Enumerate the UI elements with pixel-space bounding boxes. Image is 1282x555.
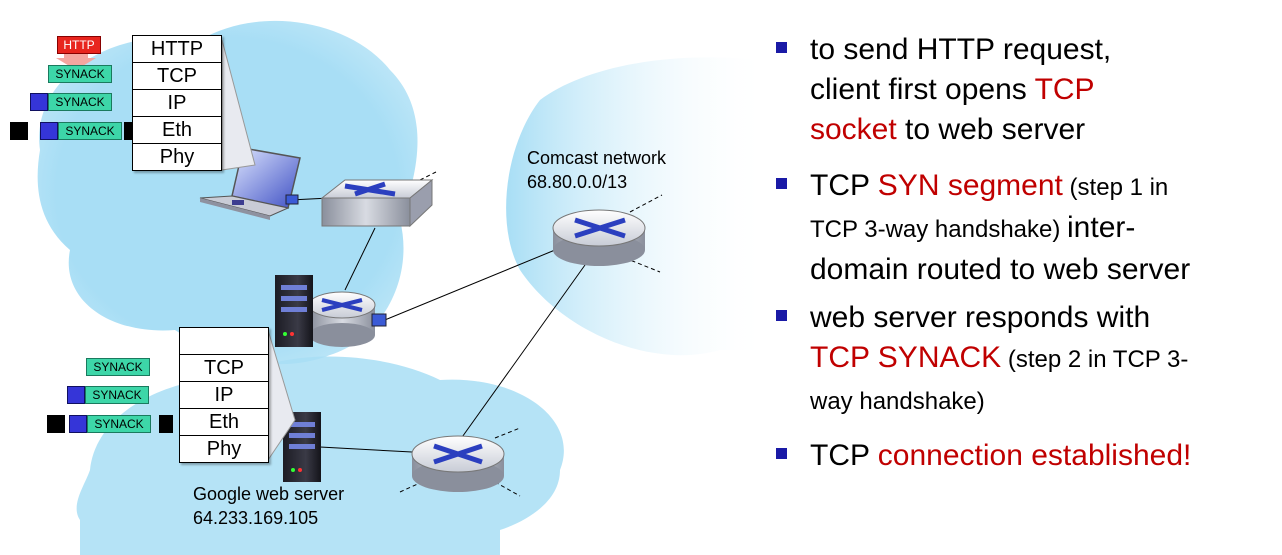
eth-trailer (159, 415, 173, 433)
ip-header (40, 122, 58, 140)
bullet-text: client first opens TCP (810, 73, 1095, 106)
comcast-network-cloud (506, 57, 770, 356)
google-label: Google web server 64.233.169.105 (193, 482, 344, 530)
bullet-list: to send HTTP request, client first opens… (770, 30, 1280, 476)
client-synack-frame: SYNACK (10, 122, 136, 140)
layer-tcp: TCP (180, 355, 268, 382)
synack-label: SYNACK (48, 93, 112, 111)
google-dashed-link-2 (494, 481, 521, 497)
client-synack-segment: SYNACK (48, 65, 112, 83)
link-switch-router (344, 227, 376, 291)
layer-ip: IP (133, 90, 221, 117)
bullet-text: TCP SYNACK (step 2 in TCP 3- (810, 341, 1189, 374)
comcast-dashed-link-2 (624, 257, 661, 273)
server-synack-datagram: SYNACK (67, 386, 151, 404)
synack-label: SYNACK (86, 358, 150, 376)
server-synack-frame: SYNACK (47, 415, 173, 433)
bullet-text: TCP SYN segment (step 1 in (810, 169, 1169, 202)
synack-label: SYNACK (58, 122, 122, 140)
layer-eth: Eth (133, 117, 221, 144)
bullet-square-icon (776, 310, 787, 321)
eth-header (10, 122, 28, 140)
comcast-label: Comcast network 68.80.0.0/13 (527, 146, 666, 194)
server-synack-segment: SYNACK (86, 358, 150, 376)
comcast-name: Comcast network (527, 148, 667, 168)
synack-label: SYNACK (87, 415, 151, 433)
google-ip: 64.233.169.105 (193, 508, 319, 528)
comcast-dashed-link-1 (629, 194, 663, 213)
bullet-text: way handshake) (810, 388, 985, 415)
bullet-square-icon (776, 448, 787, 459)
bullet-syn-segment: TCP SYN segment (step 1 in TCP 3-way han… (770, 166, 1280, 290)
bullet-text: socket to web server (810, 113, 1086, 146)
bullet-text: domain routed to web server (810, 253, 1191, 286)
bullet-text: TCP 3-way handshake) inter- (810, 211, 1136, 244)
layer-ip: IP (180, 382, 268, 409)
google-name: Google web server (193, 484, 345, 504)
client-synack-datagram: SYNACK (30, 93, 114, 111)
bullet-text: web server responds with (810, 301, 1151, 334)
bullet-synack-response: web server responds with TCP SYNACK (ste… (770, 298, 1280, 422)
bullet-text: to send HTTP request, (810, 33, 1112, 66)
bullet-square-icon (776, 178, 787, 189)
ip-header (30, 93, 48, 111)
client-protocol-stack: HTTP TCP IP Eth Phy (132, 35, 222, 171)
client-server-icon (275, 275, 313, 347)
switch-icon (320, 178, 434, 228)
http-packet: HTTP (57, 36, 101, 54)
bullet-text: TCP connection established! (810, 439, 1192, 472)
bullet-http-request: to send HTTP request, client first opens… (770, 30, 1280, 150)
layer-eth: Eth (180, 409, 268, 436)
layer-http: HTTP (133, 36, 221, 63)
layer-empty (180, 328, 268, 355)
server-protocol-stack: TCP IP Eth Phy (179, 327, 269, 463)
link-router-comcast (379, 249, 556, 323)
layer-phy: Phy (159, 146, 195, 168)
network-diagram (37, 20, 770, 555)
client-router-icon (308, 291, 387, 347)
bullet-square-icon (776, 42, 787, 53)
comcast-router-icon (552, 209, 646, 266)
eth-header (47, 415, 65, 433)
ip-header (69, 415, 87, 433)
comcast-prefix: 68.80.0.0/13 (527, 172, 628, 192)
synack-label: SYNACK (48, 65, 112, 83)
google-router-icon (411, 435, 505, 492)
switch-dashed-link (419, 171, 437, 181)
bullet-connection-established: TCP connection established! (770, 436, 1280, 476)
client-stack-callout (221, 39, 256, 171)
layer-phy: Phy (206, 438, 242, 460)
layer-tcp: TCP (133, 63, 221, 90)
google-dashed-link-3 (494, 427, 521, 439)
link-comcast-google (459, 257, 591, 441)
ip-header (67, 386, 85, 404)
synack-label: SYNACK (85, 386, 149, 404)
link-server-router (319, 446, 413, 453)
